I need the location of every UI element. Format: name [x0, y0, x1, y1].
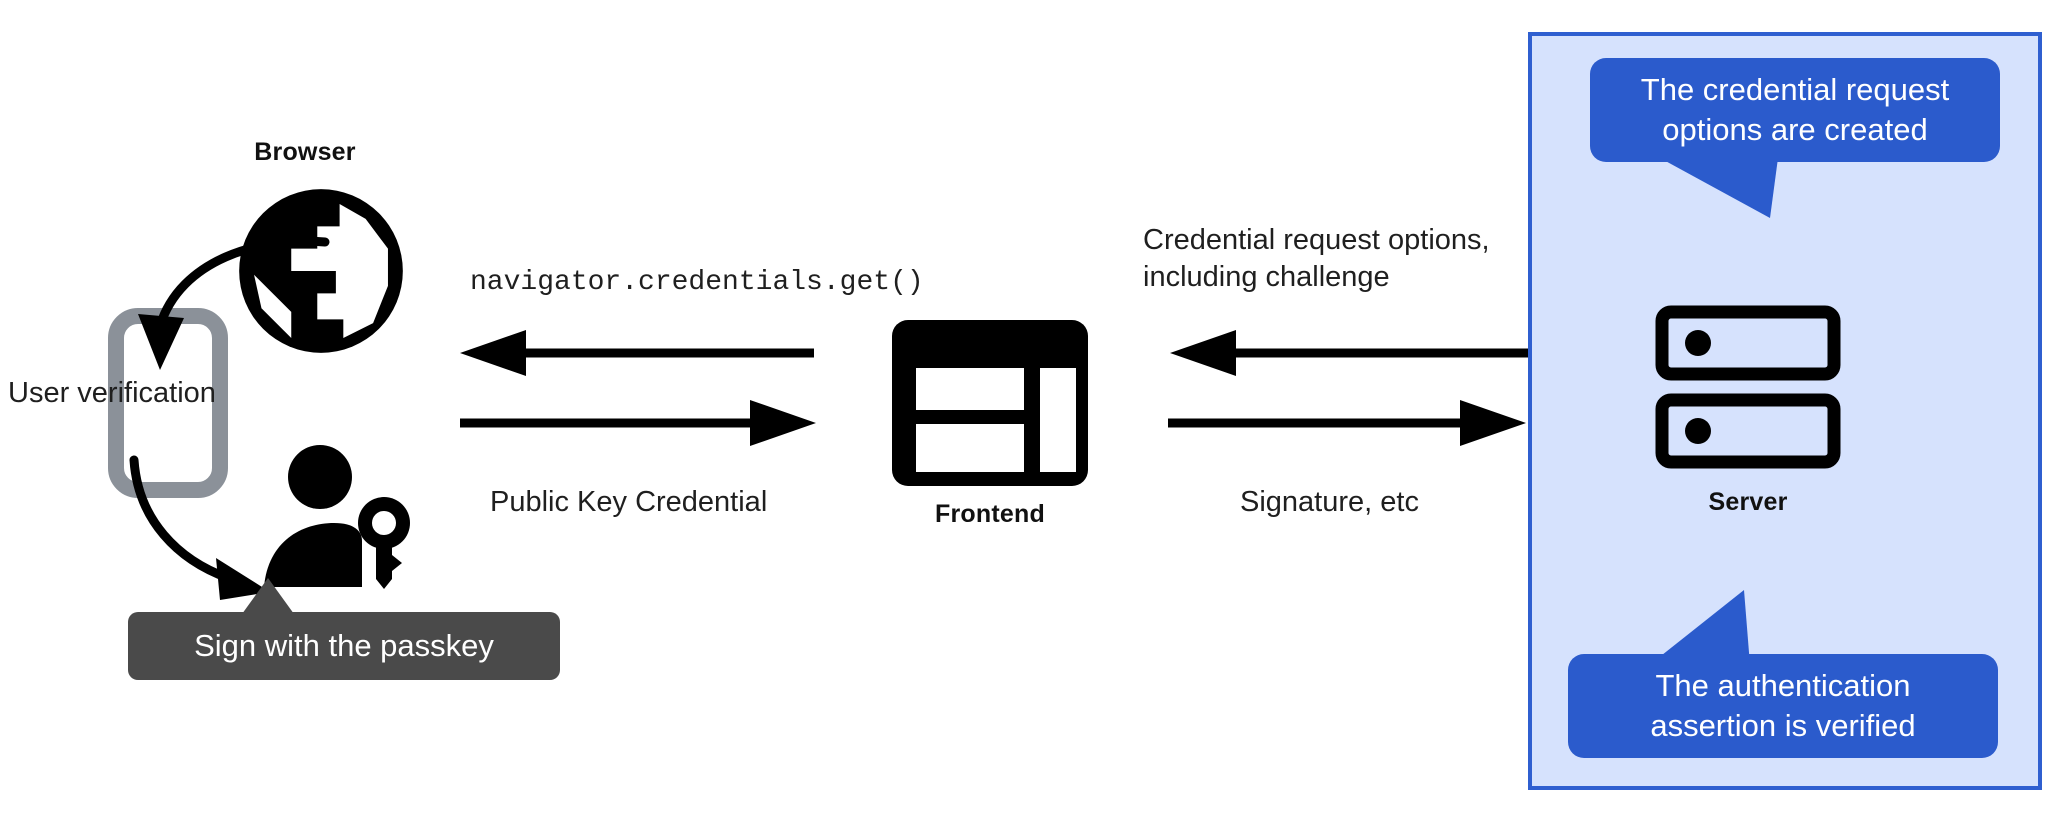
- callout-credential-request-options: [1560, 48, 2030, 268]
- globe-icon: [228, 178, 414, 364]
- user-verification-label: User verification: [8, 377, 216, 409]
- signature-etc-label: Signature, etc: [1240, 486, 1419, 518]
- callout-bottom-text: The authentication assertion is verified: [1650, 667, 1916, 743]
- frontend-label: Frontend: [935, 500, 1045, 528]
- server-label: Server: [1708, 488, 1788, 516]
- callout-bottom-shape: [1568, 590, 1998, 758]
- navigator-credentials-get-label: navigator.credentials.get(): [470, 267, 924, 298]
- passkey-tooltip-tail: [242, 578, 294, 614]
- arrow-browser-to-frontend: [458, 400, 818, 446]
- callout-authentication-assertion: [1548, 570, 2028, 790]
- arrow-server-to-frontend: [1168, 330, 1528, 376]
- server-rack-icon: [1655, 305, 1841, 469]
- public-key-credential-label: Public Key Credential: [490, 486, 768, 518]
- web-layout-icon: [892, 320, 1088, 486]
- arrow-frontend-to-server: [1168, 400, 1528, 446]
- passkey-tooltip: Sign with the passkey: [128, 612, 560, 680]
- arrow-frontend-to-browser: [458, 330, 818, 376]
- browser-label: Browser: [254, 138, 356, 166]
- callout-top-shape: [1590, 58, 2000, 218]
- credential-request-options-label: Credential request options, including ch…: [1143, 224, 1490, 294]
- person-with-key-icon: [258, 435, 428, 605]
- browser-to-phone-arrow: [110, 230, 340, 390]
- callout-top-text: The credential request options are creat…: [1640, 71, 1950, 147]
